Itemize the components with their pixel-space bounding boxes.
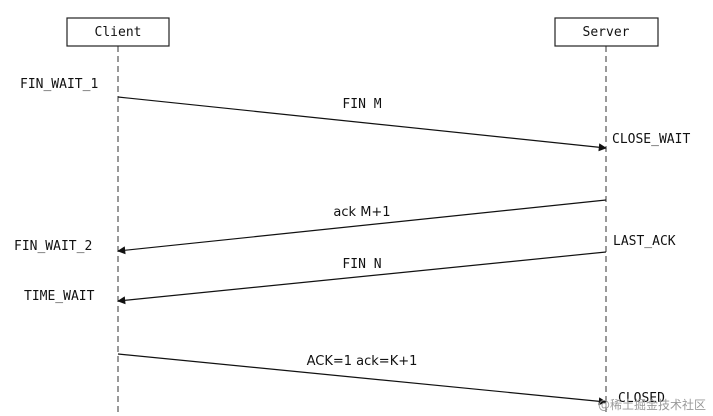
state-fin-wait-1: FIN_WAIT_1	[20, 77, 98, 92]
server-actor-box	[554, 17, 659, 47]
message-fin-m-arrow	[117, 96, 607, 152]
message-ack-k-plus-1-label: ACK=1 ack=K+1	[307, 354, 418, 369]
message-ack-k-plus-1: ACK=1 ack=K+1	[117, 353, 607, 406]
server-actor: Server	[554, 17, 659, 47]
message-ack-k-plus-1-arrow	[117, 353, 607, 406]
client-actor-box	[66, 17, 170, 47]
watermark: @稀土掘金技术社区	[598, 397, 706, 412]
client-actor: Client	[66, 17, 170, 47]
message-fin-m-label: FIN M	[342, 97, 381, 112]
state-closed: CLOSED	[618, 391, 665, 406]
state-close-wait: CLOSE_WAIT	[612, 132, 690, 147]
message-fin-n-label: FIN N	[342, 257, 381, 272]
message-ack-m-plus-1-label: ack M+1	[333, 205, 390, 220]
message-fin-n: FIN N	[117, 251, 607, 305]
message-fin-m: FIN M	[117, 96, 607, 152]
message-ack-m-plus-1: ack M+1	[117, 199, 607, 255]
server-actor-label: Server	[583, 25, 630, 40]
message-ack-m-plus-1-arrow	[117, 199, 607, 255]
state-time-wait: TIME_WAIT	[24, 289, 95, 304]
client-actor-label: Client	[95, 25, 142, 40]
state-fin-wait-2: FIN_WAIT_2	[14, 239, 92, 254]
state-last-ack: LAST_ACK	[613, 234, 676, 249]
message-fin-n-arrow	[117, 251, 607, 305]
